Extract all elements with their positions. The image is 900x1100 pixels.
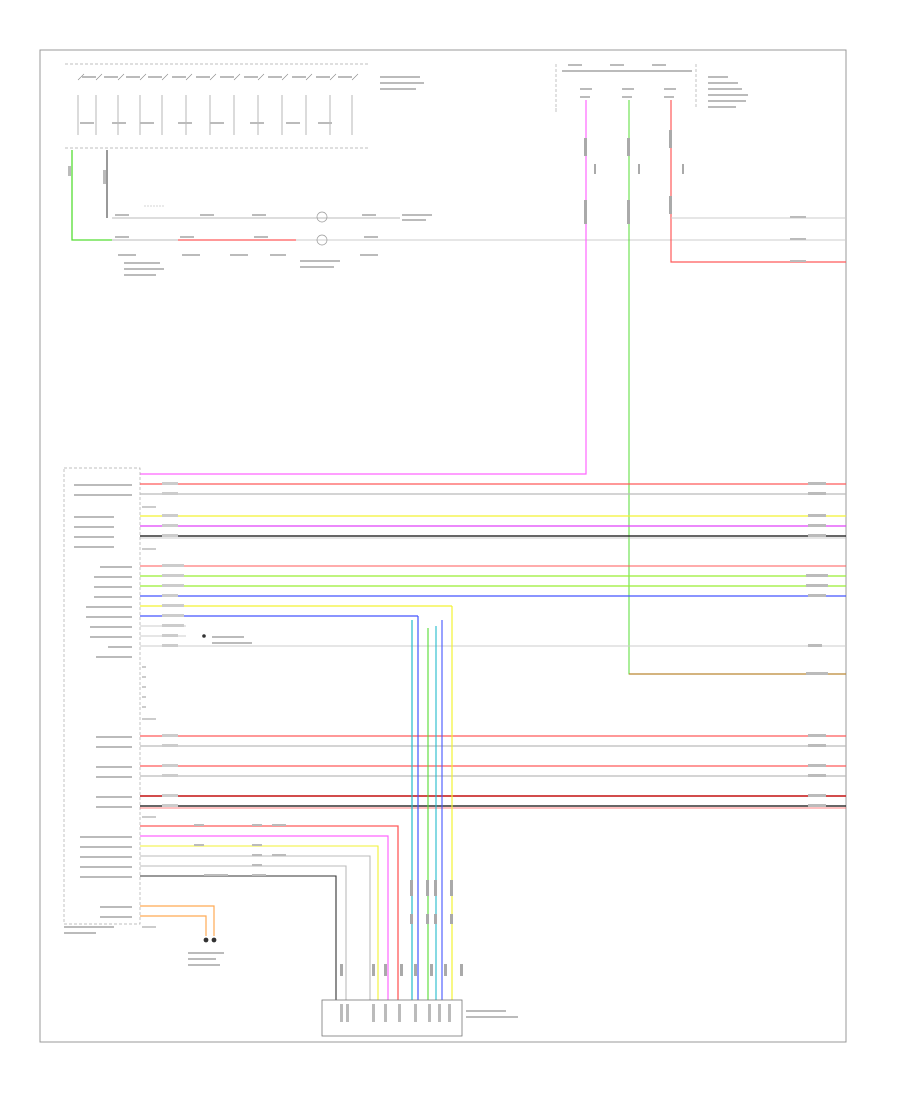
main-control-module [63,467,156,934]
diagram-frame [39,49,847,1043]
orange-wire-pair [140,905,224,966]
clock-spring-connector-row [112,205,846,276]
top-right-control-module [140,64,846,675]
bottom-module [321,999,518,1037]
horizontal-harness [140,482,846,809]
steering-wheel-switch-cluster [65,63,424,241]
vertical-drops [140,606,463,1000]
